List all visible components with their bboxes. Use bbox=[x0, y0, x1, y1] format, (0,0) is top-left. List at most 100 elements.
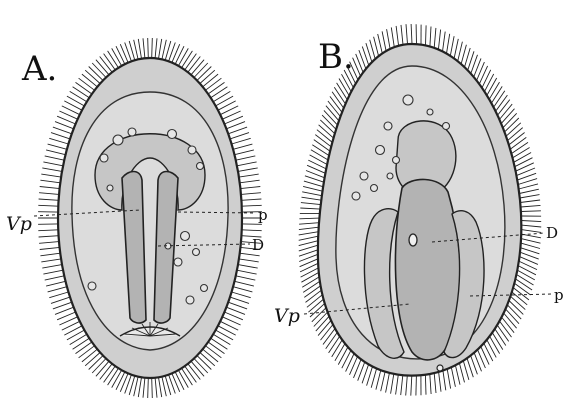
cilium bbox=[205, 78, 221, 90]
cilium bbox=[425, 375, 426, 395]
cilium bbox=[509, 133, 525, 145]
cilium bbox=[503, 113, 517, 128]
cilium bbox=[338, 347, 348, 365]
cilium bbox=[208, 82, 224, 94]
panel-b: B. D p Vp bbox=[274, 24, 564, 396]
cilium bbox=[487, 78, 497, 95]
cilium bbox=[213, 91, 230, 101]
cilium bbox=[451, 367, 455, 387]
cilium bbox=[406, 376, 408, 396]
cilium bbox=[500, 321, 512, 337]
cilium bbox=[236, 156, 256, 160]
cilium bbox=[504, 313, 517, 328]
cilium bbox=[203, 349, 218, 362]
cilium bbox=[479, 66, 487, 84]
cilium bbox=[332, 92, 344, 108]
cilium bbox=[520, 248, 539, 254]
cilium bbox=[43, 270, 63, 274]
cilium bbox=[299, 223, 319, 225]
cilium bbox=[172, 44, 180, 62]
cilium bbox=[67, 96, 84, 106]
cilium bbox=[342, 350, 351, 368]
cilium bbox=[517, 270, 535, 280]
cilium bbox=[232, 292, 251, 298]
cilium bbox=[307, 295, 323, 308]
cilium bbox=[311, 150, 328, 160]
inner-layer-a bbox=[72, 92, 228, 350]
cilium bbox=[511, 296, 526, 309]
cilium bbox=[512, 292, 527, 305]
cilium bbox=[319, 125, 334, 138]
cilium bbox=[329, 336, 340, 353]
cilium bbox=[461, 45, 466, 64]
cilium bbox=[143, 38, 145, 58]
cilium bbox=[299, 227, 319, 229]
cilium bbox=[514, 283, 530, 295]
cilium bbox=[205, 346, 221, 358]
panel-label-b: B. bbox=[318, 37, 354, 77]
cilium bbox=[497, 325, 509, 341]
cilium bbox=[152, 38, 153, 58]
cilium bbox=[434, 373, 436, 393]
cilium bbox=[120, 44, 128, 62]
cilium bbox=[45, 276, 64, 280]
cilium bbox=[396, 375, 399, 395]
cilium bbox=[411, 376, 412, 396]
cilium bbox=[492, 333, 503, 350]
cilium bbox=[238, 265, 258, 269]
cilium bbox=[308, 299, 323, 312]
cilium bbox=[487, 340, 496, 358]
cilium bbox=[155, 38, 157, 58]
cilium bbox=[507, 305, 521, 319]
cilium bbox=[326, 106, 339, 121]
cilium bbox=[299, 236, 319, 240]
cilium bbox=[438, 30, 440, 50]
cilium bbox=[230, 133, 249, 139]
cilium bbox=[116, 46, 125, 64]
cilium bbox=[450, 36, 454, 56]
cilium bbox=[303, 281, 320, 292]
cilium bbox=[226, 307, 245, 314]
cilium bbox=[235, 281, 254, 286]
cilium bbox=[39, 242, 59, 244]
cilium bbox=[85, 353, 100, 366]
cilium bbox=[162, 40, 166, 60]
cilium bbox=[40, 180, 60, 183]
cilium bbox=[301, 268, 319, 277]
cilium bbox=[519, 184, 538, 189]
cilium bbox=[391, 374, 394, 394]
cilium bbox=[175, 372, 184, 390]
cilium bbox=[172, 373, 180, 391]
cilium bbox=[38, 205, 58, 206]
cilium bbox=[191, 60, 204, 75]
cilium bbox=[194, 63, 208, 78]
cilium bbox=[46, 150, 65, 155]
cilium bbox=[240, 180, 260, 183]
cilium bbox=[40, 247, 60, 249]
cilium bbox=[96, 361, 109, 376]
cilium bbox=[406, 24, 408, 44]
cilium bbox=[108, 368, 119, 385]
cilium bbox=[506, 123, 521, 137]
cilium bbox=[306, 290, 322, 302]
cilium bbox=[211, 87, 228, 98]
cilium bbox=[374, 37, 379, 56]
cilium bbox=[138, 377, 141, 397]
cilium bbox=[416, 376, 417, 396]
cilium bbox=[185, 54, 197, 70]
cilium bbox=[55, 122, 74, 129]
cilium bbox=[515, 158, 533, 167]
cilium bbox=[120, 373, 128, 391]
cilium bbox=[439, 372, 441, 392]
cilium bbox=[482, 70, 491, 88]
cilium bbox=[104, 366, 116, 382]
cilium bbox=[443, 32, 446, 52]
cilium bbox=[143, 378, 145, 398]
cilium bbox=[178, 370, 188, 387]
cilium bbox=[197, 67, 211, 81]
cilium bbox=[42, 168, 62, 172]
cilium bbox=[304, 181, 323, 187]
cilium bbox=[339, 79, 349, 96]
cilium bbox=[491, 86, 502, 103]
cilium bbox=[216, 330, 233, 340]
